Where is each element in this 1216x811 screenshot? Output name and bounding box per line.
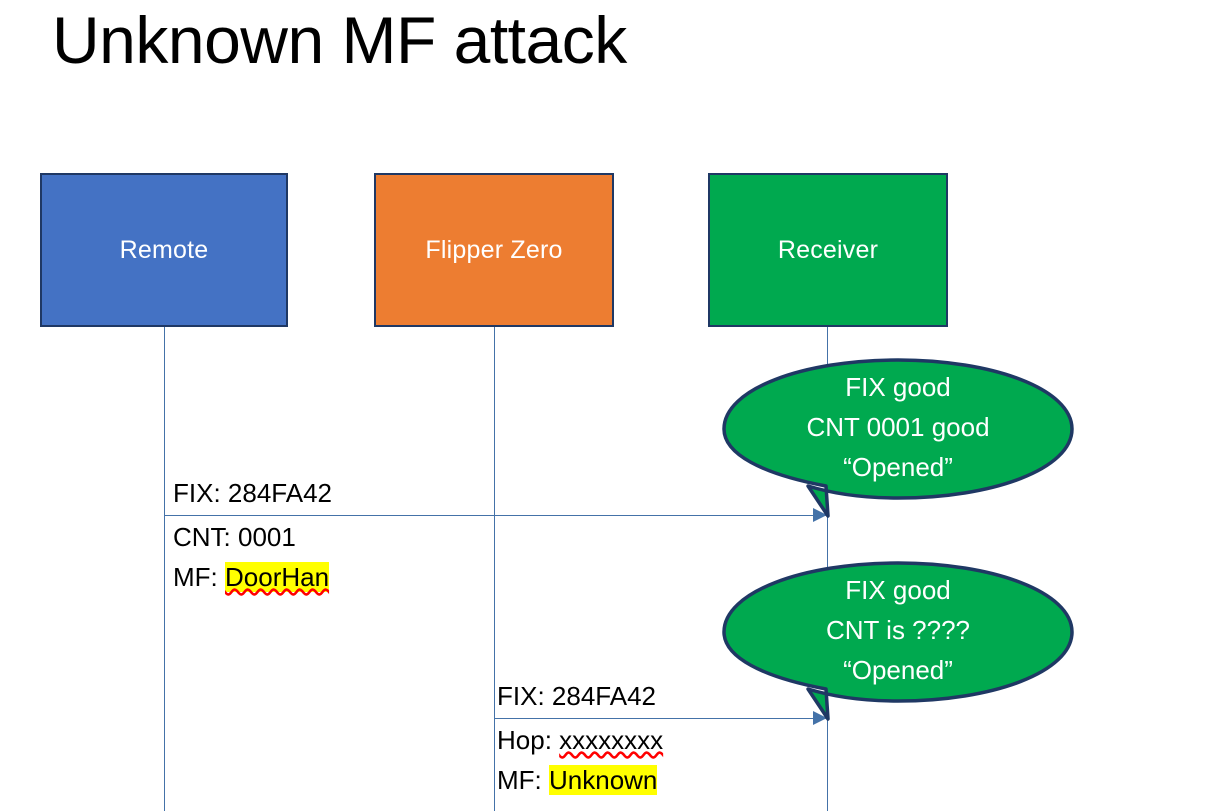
message-label-prefix: MF: — [497, 765, 549, 795]
message-label-remote-mf: MF: DoorHan — [173, 557, 330, 597]
actor-label-flipper: Flipper Zero — [425, 235, 563, 264]
message-line-flipper-to-receiver — [494, 718, 827, 719]
callout-bubble-shape — [722, 358, 1074, 518]
actor-box-receiver[interactable]: Receiver — [708, 173, 948, 327]
actor-label-remote: Remote — [119, 235, 209, 264]
message-label-remote-cnt: CNT: 0001 — [173, 517, 296, 557]
message-label-prefix: FIX: — [173, 478, 228, 508]
callout-bubble-shape — [722, 561, 1074, 721]
actor-box-remote[interactable]: Remote — [40, 173, 288, 327]
message-label-value-highlighted: DoorHan — [225, 562, 330, 592]
lifeline-flipper — [494, 327, 495, 811]
page-title: Unknown MF attack — [52, 3, 627, 77]
message-label-prefix: MF: — [173, 562, 225, 592]
message-label-prefix: FIX: — [497, 681, 552, 711]
message-label-remote-fix: FIX: 284FA42 — [173, 473, 332, 513]
message-label-flipper-fix: FIX: 284FA42 — [497, 676, 656, 716]
message-label-flipper-hop: Hop: xxxxxxxx — [497, 720, 663, 760]
message-label-value: xxxxxxxx — [559, 725, 664, 755]
actor-label-receiver: Receiver — [777, 235, 879, 264]
message-label-prefix: CNT: — [173, 522, 238, 552]
lifeline-remote — [164, 327, 165, 811]
message-label-value: 284FA42 — [551, 681, 656, 711]
message-label-value-highlighted: Unknown — [549, 765, 658, 795]
message-label-flipper-mf: MF: Unknown — [497, 760, 658, 800]
callout-second-reception[interactable]: FIX good CNT is ???? “Opened” — [722, 561, 1074, 721]
message-label-value: 0001 — [238, 522, 296, 552]
actor-box-flipper[interactable]: Flipper Zero — [374, 173, 614, 327]
message-label-value: 284FA42 — [227, 478, 332, 508]
message-line-remote-to-receiver — [164, 515, 827, 516]
message-label-prefix: Hop: — [497, 725, 560, 755]
callout-first-reception[interactable]: FIX good CNT 0001 good “Opened” — [722, 358, 1074, 518]
